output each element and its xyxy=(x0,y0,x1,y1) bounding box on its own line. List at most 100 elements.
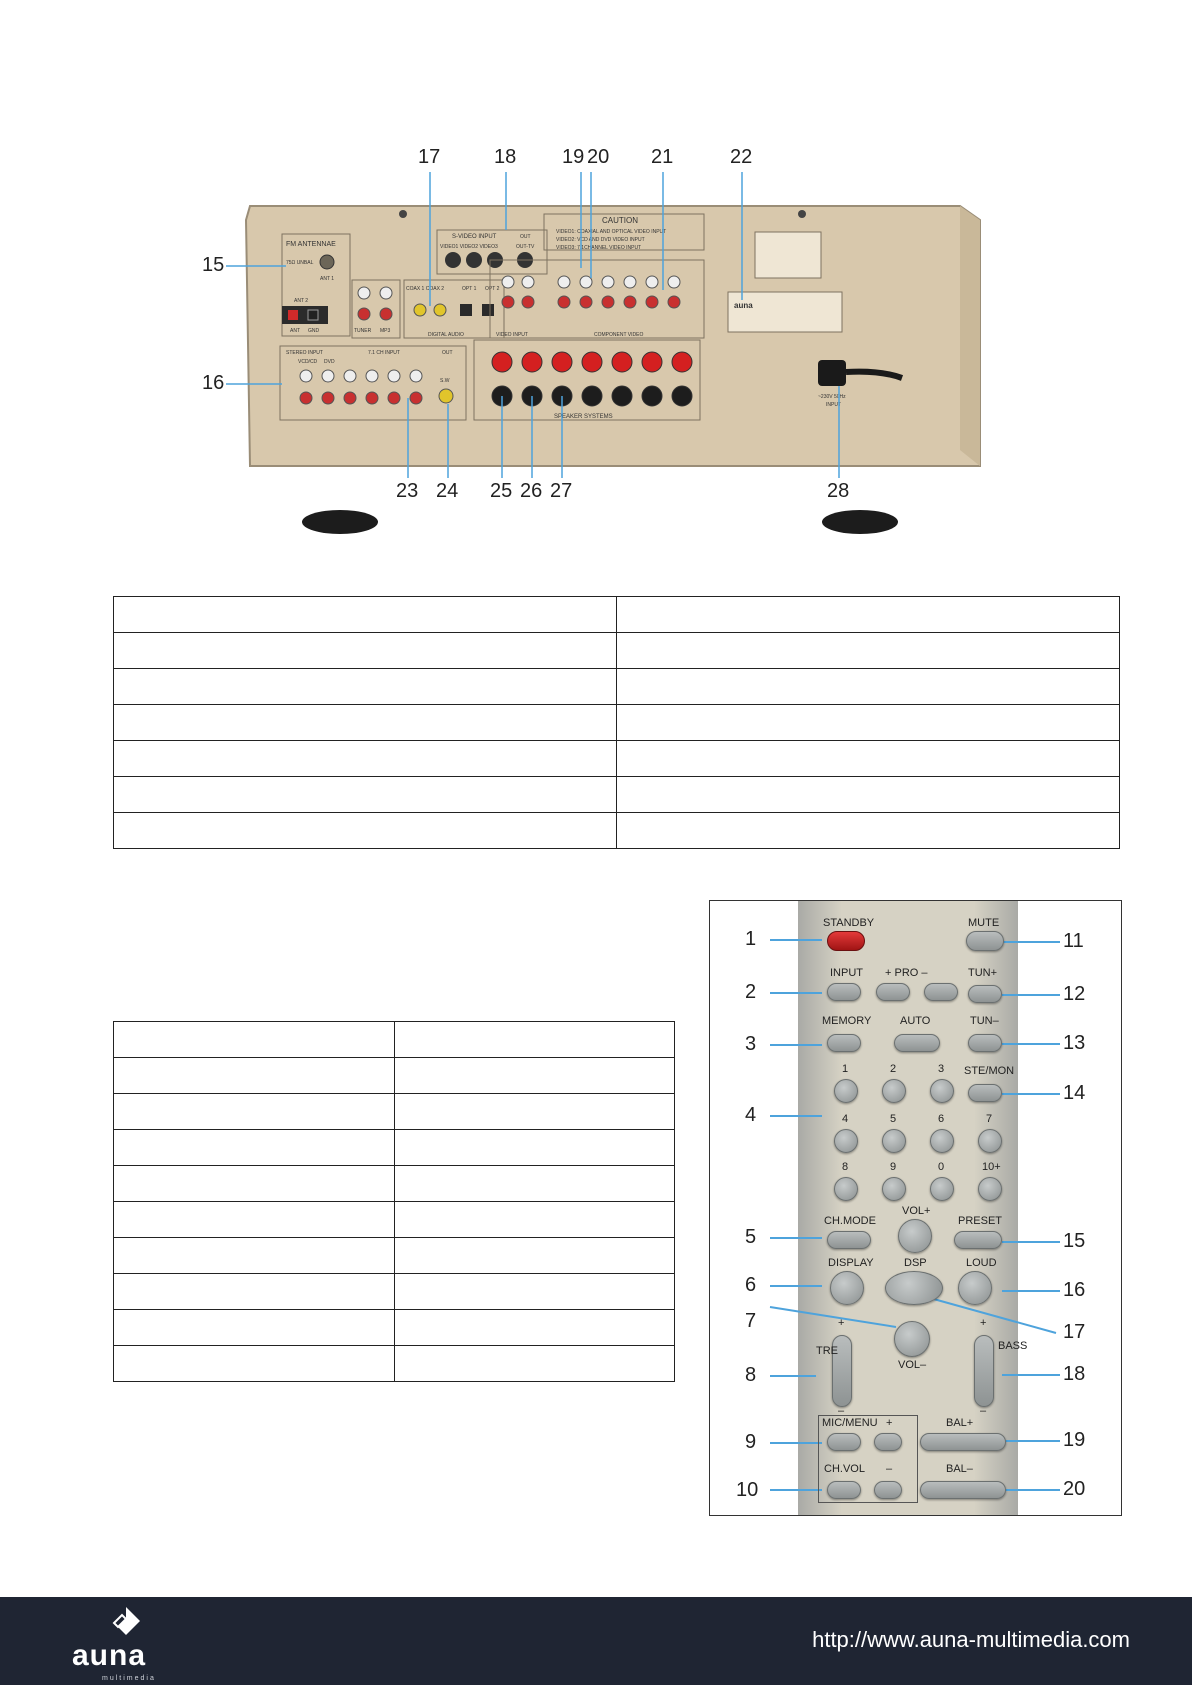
brand-plate: auna xyxy=(734,301,753,310)
table-cell xyxy=(113,1273,395,1310)
digit-3-button[interactable] xyxy=(930,1079,954,1103)
tun-minus-label: TUN– xyxy=(970,1015,999,1027)
opt2-label: OPT 2 xyxy=(485,286,500,292)
input-button[interactable] xyxy=(827,983,861,1001)
remote-callout-4: 4 xyxy=(745,1104,757,1126)
ch-mode-button[interactable] xyxy=(827,1231,871,1249)
connections-table xyxy=(113,596,1120,849)
callout-line xyxy=(1002,1093,1060,1095)
callout-line xyxy=(770,1442,822,1444)
dvd-label: DVD xyxy=(324,359,335,365)
digit-6-button[interactable] xyxy=(930,1129,954,1153)
table-cell xyxy=(393,1309,675,1346)
dsp-button[interactable] xyxy=(885,1271,943,1305)
callout-24: 24 xyxy=(436,480,459,502)
stereo-input-label: STEREO INPUT xyxy=(286,350,323,356)
preset-label: PRESET xyxy=(958,1215,1003,1227)
table-cell xyxy=(393,1021,675,1058)
ch-vol-label: CH.VOL xyxy=(824,1463,865,1475)
mute-button[interactable] xyxy=(966,931,1004,951)
table-row xyxy=(113,632,1120,669)
coax-label: COAX 1 COAX 2 xyxy=(406,286,444,292)
digit-7-button[interactable] xyxy=(978,1129,1002,1153)
vol-plus-button[interactable] xyxy=(898,1219,932,1253)
callout-26: 26 xyxy=(520,480,543,502)
svideo-out-label: OUT xyxy=(520,234,531,240)
loud-label: LOUD xyxy=(966,1257,997,1269)
dsp-label: DSP xyxy=(904,1257,927,1269)
digit-7-label: 7 xyxy=(986,1113,993,1125)
callout-line xyxy=(770,1237,822,1239)
ch-vol-button[interactable] xyxy=(827,1481,861,1499)
loud-button[interactable] xyxy=(958,1271,992,1305)
table-row xyxy=(113,1345,675,1382)
svideo-input-label: S-VIDEO INPUT xyxy=(452,234,497,240)
tun-plus-button[interactable] xyxy=(968,985,1002,1003)
remote-callout-11: 11 xyxy=(1063,930,1084,952)
remote-callout-9: 9 xyxy=(745,1431,757,1453)
table-cell xyxy=(113,1201,395,1238)
callout-line xyxy=(770,1044,822,1046)
footer-brand: auna xyxy=(72,1639,147,1672)
remote-callout-8: 8 xyxy=(745,1364,757,1386)
tuner-label: TUNER xyxy=(354,328,372,334)
digit-2-button[interactable] xyxy=(882,1079,906,1103)
mic-plus-button[interactable] xyxy=(874,1433,902,1451)
mic-chvol-group xyxy=(818,1415,918,1503)
pro-minus-button[interactable] xyxy=(924,983,958,1001)
callout-line xyxy=(1002,1241,1060,1243)
footer-url-link[interactable]: http://www.auna-multimedia.com xyxy=(812,1627,1130,1652)
remote-callout-19: 19 xyxy=(1063,1429,1086,1451)
callout-27: 27 xyxy=(550,480,573,502)
digit-9-label: 9 xyxy=(890,1161,897,1173)
table-row xyxy=(113,1273,675,1310)
ch-mode-label: CH.MODE xyxy=(824,1215,876,1227)
remote-callout-6: 6 xyxy=(745,1274,757,1296)
standby-button[interactable] xyxy=(827,931,865,951)
mic-menu-button[interactable] xyxy=(827,1433,861,1451)
display-button[interactable] xyxy=(830,1271,864,1305)
vol-minus-button[interactable] xyxy=(894,1321,930,1357)
table-row xyxy=(113,812,1120,849)
table-cell xyxy=(393,1129,675,1166)
tun-minus-button[interactable] xyxy=(968,1034,1002,1052)
power-label: ~230V 50Hz xyxy=(818,394,846,400)
ste-mon-button[interactable] xyxy=(968,1084,1002,1102)
table-cell xyxy=(393,1273,675,1310)
bal-minus-button[interactable] xyxy=(920,1481,1006,1499)
treble-rocker[interactable] xyxy=(832,1335,852,1407)
callout-line xyxy=(770,1115,822,1117)
memory-button[interactable] xyxy=(827,1034,861,1052)
ch-vol-minus-button[interactable] xyxy=(874,1481,902,1499)
digit-0-button[interactable] xyxy=(930,1177,954,1201)
remote-callout-2: 2 xyxy=(745,981,757,1003)
digit-9-button[interactable] xyxy=(882,1177,906,1201)
digit-5-label: 5 xyxy=(890,1113,897,1125)
table-cell xyxy=(113,1129,395,1166)
remote-callout-13: 13 xyxy=(1063,1032,1086,1054)
digit-4-button[interactable] xyxy=(834,1129,858,1153)
callout-line xyxy=(770,1285,822,1287)
preset-button[interactable] xyxy=(954,1231,1002,1249)
mic-menu-label: MIC/MENU xyxy=(822,1417,878,1429)
table-cell xyxy=(113,1309,395,1346)
digit-1-button[interactable] xyxy=(834,1079,858,1103)
pro-plus-button[interactable] xyxy=(876,983,910,1001)
caution-line-2: VIDEO2: VCD AND DVD VIDEO INPUT xyxy=(556,237,645,243)
digit-8-button[interactable] xyxy=(834,1177,858,1201)
digit-5-button[interactable] xyxy=(882,1129,906,1153)
footer-bar: auna multimedia http://www.auna-multimed… xyxy=(0,1597,1192,1685)
callout-line xyxy=(1002,1440,1060,1442)
digit-10plus-button[interactable] xyxy=(978,1177,1002,1201)
ch71-input-label: 7.1 CH INPUT xyxy=(368,350,400,356)
table-row xyxy=(113,1093,675,1130)
bal-plus-button[interactable] xyxy=(920,1433,1006,1451)
auto-button[interactable] xyxy=(894,1034,940,1052)
bass-plus-label: + xyxy=(980,1317,987,1329)
table-cell xyxy=(393,1093,675,1130)
table-row xyxy=(113,1165,675,1202)
bass-rocker[interactable] xyxy=(974,1335,994,1407)
footer-brand-sub: multimedia xyxy=(102,1675,156,1682)
table-cell xyxy=(393,1057,675,1094)
ant-label: ANT xyxy=(290,328,300,334)
